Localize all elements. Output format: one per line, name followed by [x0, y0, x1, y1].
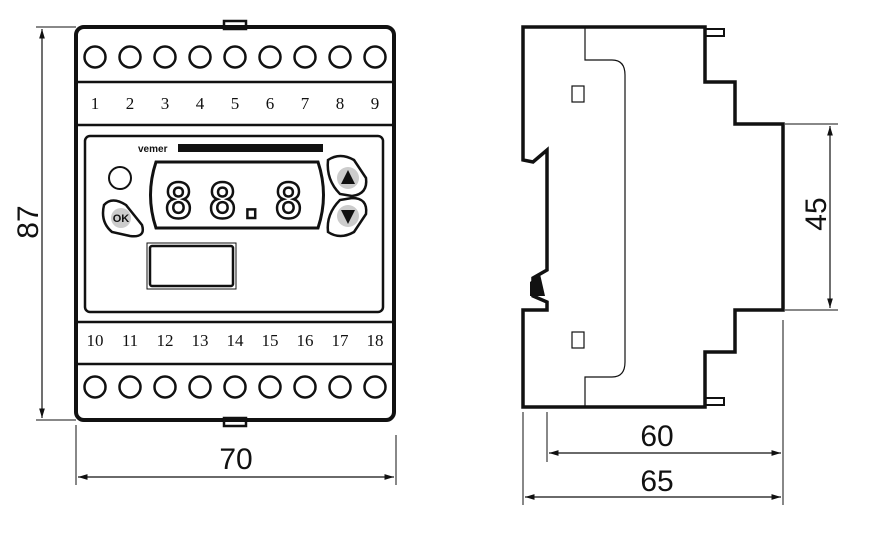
side-view [521, 25, 785, 409]
terminal-screw [223, 45, 247, 69]
terminal-number: 5 [231, 94, 240, 113]
depth-body-label: 60 [640, 420, 673, 453]
terminal-number: 11 [122, 331, 138, 350]
ok-button[interactable]: OK [101, 199, 144, 238]
terminal-screw [188, 45, 212, 69]
dimension-rail-height: 45 [785, 123, 838, 311]
terminal-number: 4 [196, 94, 205, 113]
display-window [149, 160, 325, 230]
terminal-number: 14 [227, 331, 245, 350]
terminal-number: 6 [266, 94, 275, 113]
led-indicator [108, 166, 132, 190]
terminal-number: 8 [336, 94, 345, 113]
terminal-screw [328, 45, 352, 69]
dimension-width: 70 [75, 425, 397, 485]
depth-total-label: 65 [640, 465, 673, 498]
terminal-number: 15 [262, 331, 279, 350]
rail-height-label: 45 [800, 197, 833, 230]
terminal-screw [293, 375, 317, 399]
bottom-terminal-screws [83, 375, 387, 399]
terminal-screw [258, 45, 282, 69]
terminal-number: 18 [367, 331, 384, 350]
brand-bar [178, 144, 323, 152]
display-digit-1: 8 [164, 174, 193, 230]
terminal-number: 3 [161, 94, 170, 113]
width-label: 70 [219, 443, 252, 476]
terminal-number: 16 [297, 331, 314, 350]
triangle-up-icon [341, 170, 355, 184]
up-button[interactable] [326, 154, 368, 198]
bottom-terminal-labels: 10 11 12 13 14 15 16 17 18 [87, 331, 384, 350]
height-label: 87 [12, 205, 45, 238]
terminal-number: 10 [87, 331, 104, 350]
terminal-screw [363, 375, 387, 399]
terminal-screw [293, 45, 317, 69]
terminal-number: 13 [192, 331, 209, 350]
terminal-number: 12 [157, 331, 174, 350]
terminal-screw [328, 375, 352, 399]
terminal-screw [83, 45, 107, 69]
dimension-height: 87 [12, 26, 76, 421]
top-terminal-screws [83, 45, 387, 69]
terminal-screw [153, 375, 177, 399]
label-area-outer [146, 242, 237, 290]
front-panel [83, 134, 385, 314]
dimension-depth: 60 65 [522, 320, 784, 505]
terminal-screw [118, 375, 142, 399]
top-clip [222, 19, 248, 31]
side-outline [521, 25, 785, 409]
terminal-number: 7 [301, 94, 310, 113]
terminal-screw [188, 375, 212, 399]
terminal-screw [363, 45, 387, 69]
terminal-number: 1 [91, 94, 100, 113]
bottom-clip [222, 416, 248, 428]
triangle-down-icon [341, 210, 355, 224]
display-digit-2: 8. [208, 174, 266, 230]
housing-outline [74, 25, 396, 422]
top-terminal-labels: 1 2 3 4 5 6 7 8 9 [91, 94, 380, 113]
terminal-screw [223, 375, 247, 399]
terminal-number: 9 [371, 94, 380, 113]
brand-logo: vemer [138, 144, 168, 155]
terminal-screw [153, 45, 177, 69]
terminal-screw [83, 375, 107, 399]
terminal-number: 2 [126, 94, 135, 113]
down-button[interactable] [326, 196, 368, 238]
ok-label: OK [113, 213, 130, 225]
terminal-number: 17 [332, 331, 350, 350]
terminal-screw [118, 45, 142, 69]
label-area [148, 244, 235, 288]
terminal-screw [258, 375, 282, 399]
display-digit-3: 8 [274, 174, 303, 230]
